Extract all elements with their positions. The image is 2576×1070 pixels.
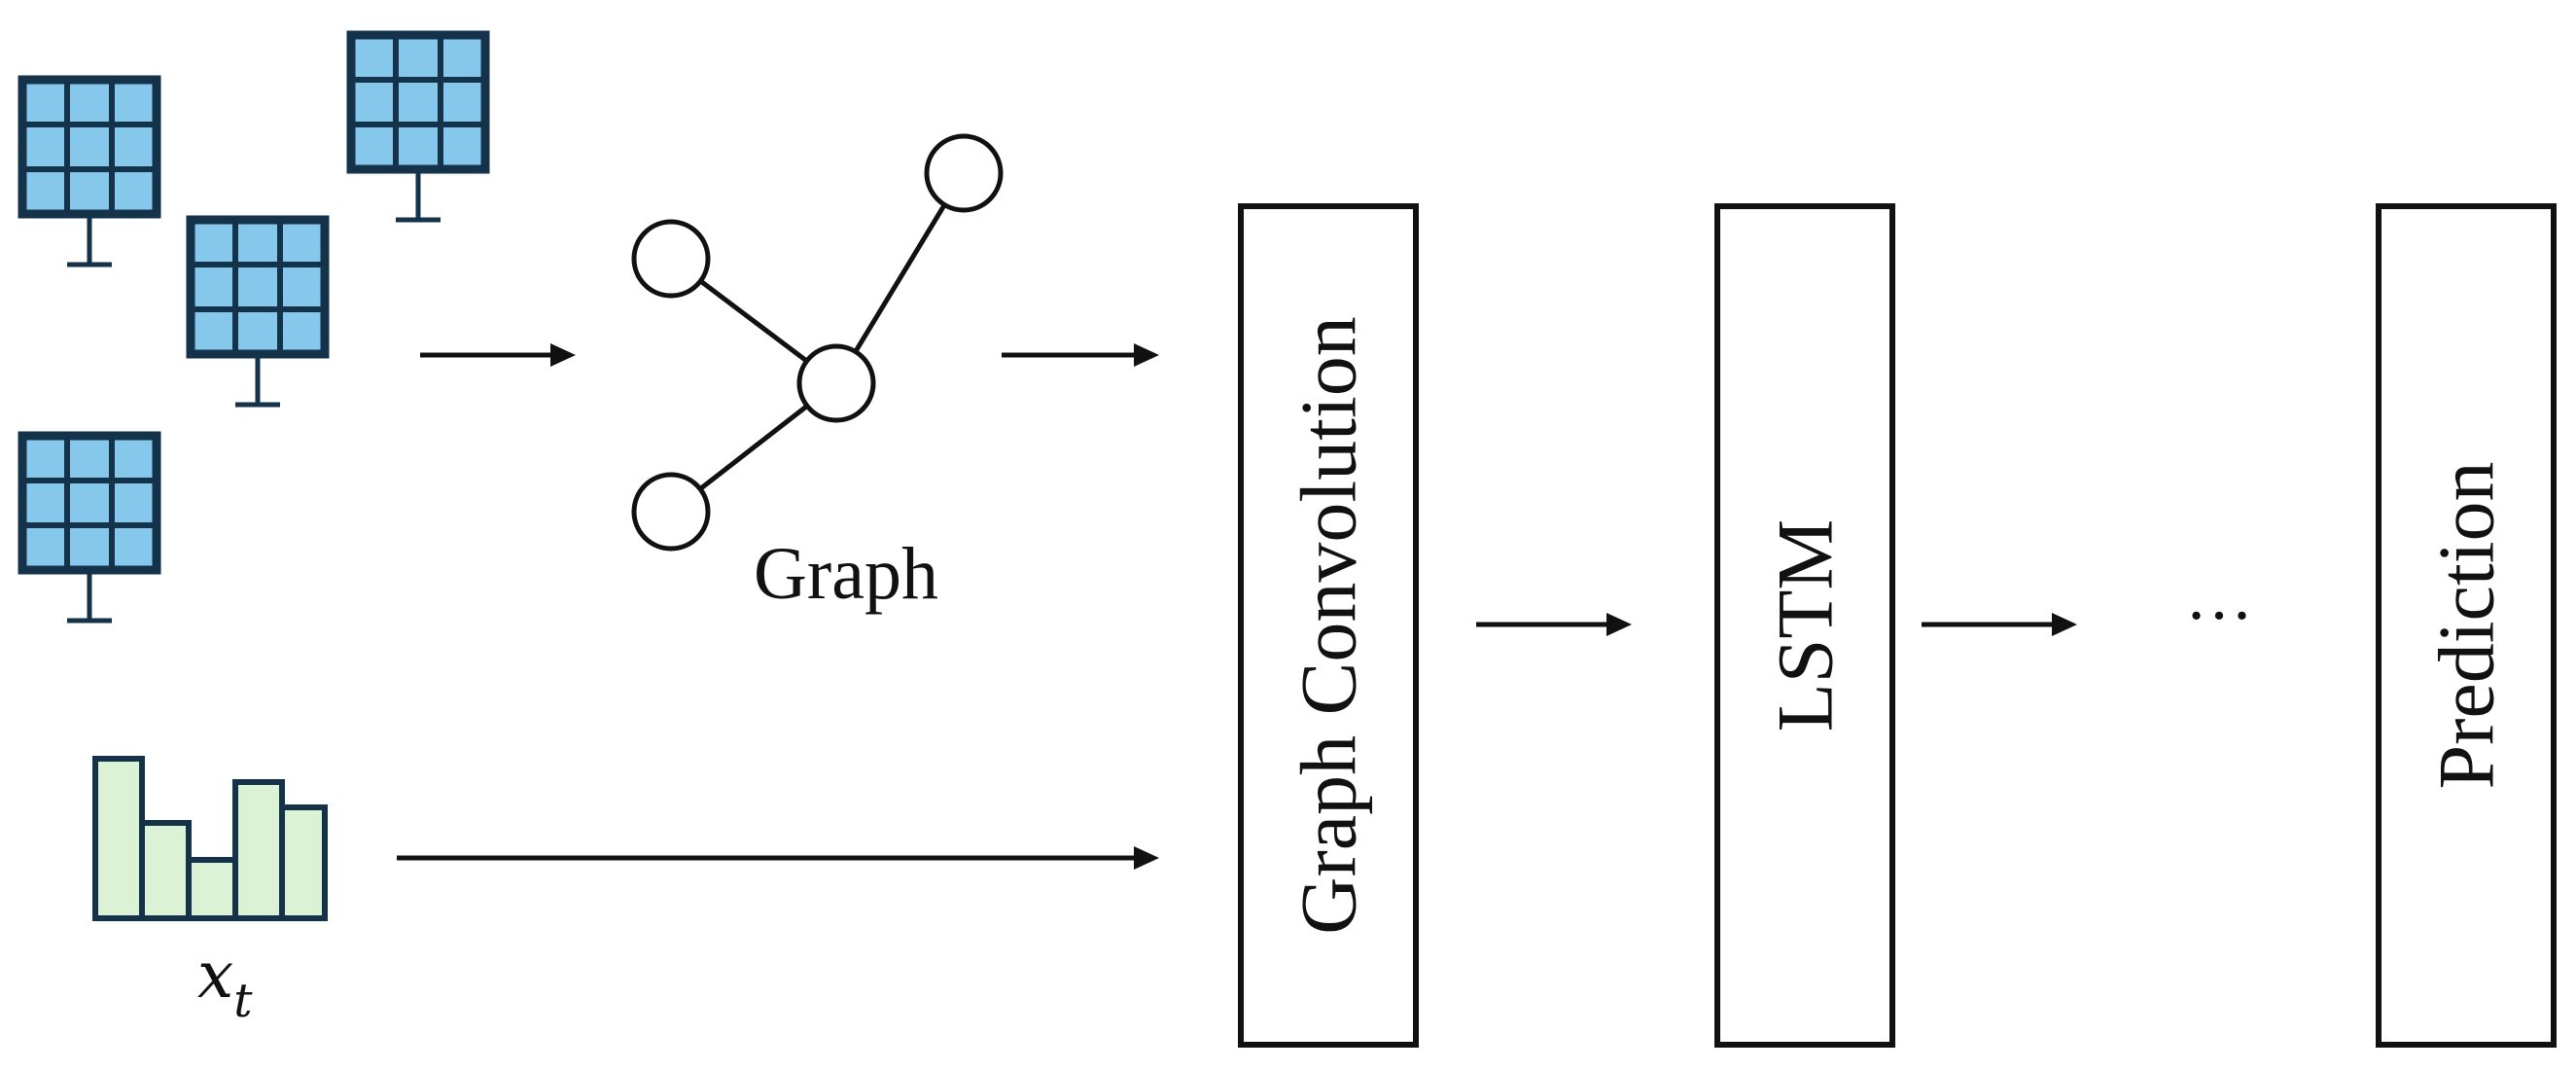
graph-node [924,133,1004,213]
graph-node [631,472,711,552]
input-subscript: t [233,974,253,1028]
graph-label: Graph [754,533,938,615]
ellipsis: … [2185,559,2253,634]
lstm-label: LSTM [1761,519,1850,732]
bar-chart-icon [92,756,328,921]
solar-panel-icon [191,220,325,405]
arrow-input-to-gcn [397,846,1159,870]
arrow-gcn-to-lstm [1476,613,1632,636]
arrow-panels-to-graph [420,343,576,367]
input-symbol: x [197,938,233,1013]
prediction-label: Prediction [2422,461,2511,789]
solar-panel-icon [351,35,485,220]
graph-convolution-label: Graph Convolution [1285,316,1373,934]
graph-icon [631,133,1004,552]
arrow-graph-to-gcn [1002,343,1159,367]
graph-node [631,219,711,299]
prediction-block: Prediction [2376,203,2557,1048]
graph-node [796,343,876,423]
graph-convolution-block: Graph Convolution [1238,203,1419,1048]
input-label: xt [197,938,253,1028]
lstm-block: LSTM [1714,203,1895,1048]
solar-panel-icon [22,80,157,265]
solar-panel-icon [22,436,157,621]
arrow-lstm-to-next [1922,613,2077,636]
